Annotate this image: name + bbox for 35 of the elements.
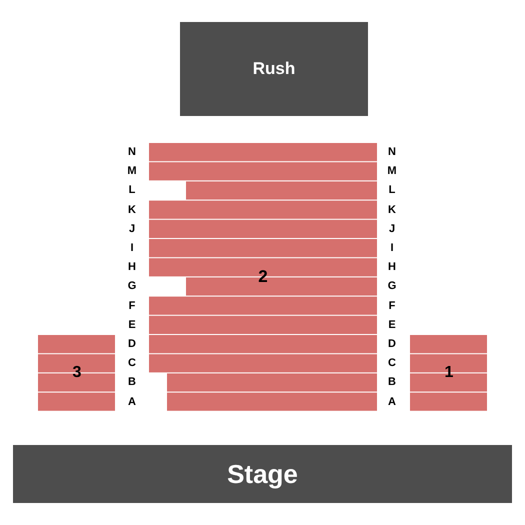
- row-letter: M: [386, 164, 398, 178]
- row-letter: H: [127, 260, 137, 274]
- seating-section: [410, 335, 487, 412]
- row-letter: N: [387, 145, 397, 159]
- row-letter: F: [388, 298, 396, 313]
- seating-section: [38, 335, 115, 412]
- row-letter: G: [386, 279, 398, 294]
- row-letter: I: [389, 241, 395, 255]
- row-letter: E: [127, 318, 137, 332]
- row-letter: G: [126, 279, 138, 294]
- row-letter: N: [127, 145, 137, 159]
- row-letter: B: [127, 375, 137, 390]
- row-letter: K: [127, 202, 137, 217]
- row-letter: A: [387, 394, 397, 409]
- row-letter: B: [387, 375, 397, 390]
- row-letter: D: [127, 337, 137, 351]
- row-letter: A: [127, 394, 137, 409]
- seating-section: [149, 143, 377, 412]
- row-letter: C: [127, 356, 137, 370]
- row-letter: I: [129, 241, 135, 255]
- row-letter: J: [388, 222, 396, 236]
- row-letter: K: [387, 202, 397, 217]
- row-letter: H: [387, 260, 397, 274]
- row-letter: L: [388, 183, 396, 198]
- area-label: Rush: [252, 58, 296, 80]
- row-letter: J: [128, 222, 136, 236]
- stage: [13, 445, 512, 503]
- row-letter: E: [387, 318, 397, 332]
- row-letter: D: [387, 337, 397, 351]
- row-letter: C: [387, 356, 397, 370]
- general-admission-area: [180, 22, 368, 116]
- row-letter: F: [128, 298, 136, 313]
- row-letter: L: [128, 183, 136, 198]
- area-label: Stage: [226, 458, 299, 490]
- row-letter: M: [126, 164, 138, 178]
